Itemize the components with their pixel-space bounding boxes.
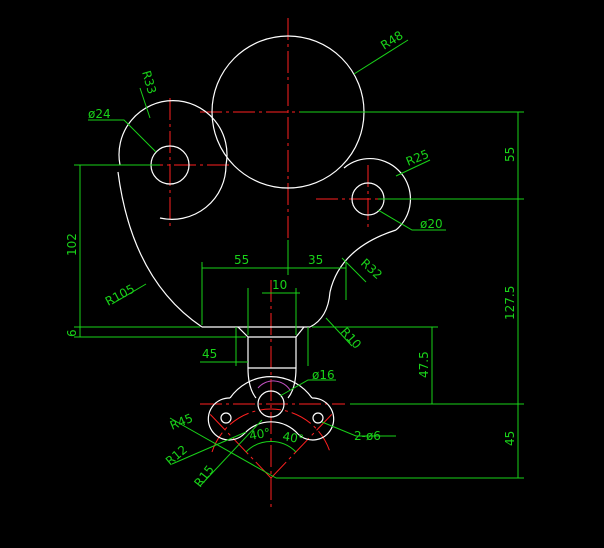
label-dim475: 47.5 (417, 351, 431, 378)
label-r15: R15 (191, 463, 217, 490)
centerline-ray-left (207, 411, 272, 479)
arc-r33-lower (159, 164, 227, 220)
chamfer-left (237, 326, 249, 338)
leader-d24 (88, 119, 157, 153)
hidden-arc (257, 380, 291, 391)
leader-r25 (395, 159, 431, 177)
label-dim35: 35 (308, 253, 323, 267)
arc-r15-left (207, 397, 245, 441)
leader-d20 (377, 209, 446, 231)
label-d24: ø24 (88, 107, 111, 121)
leader-d16 (279, 379, 336, 397)
label-r48: R48 (378, 28, 405, 52)
leader-r48 (353, 39, 409, 75)
label-dim45-left: 45 (202, 347, 217, 361)
centerline-arc-r45 (211, 408, 331, 453)
label-angle-right: 40° (281, 429, 304, 446)
dimension-lines (74, 39, 524, 487)
leader-r45 (169, 417, 277, 479)
hole-d6-right (312, 412, 324, 424)
label-dim55-right: 55 (503, 147, 517, 162)
label-dim6: 6 (65, 329, 79, 337)
leader-holes (321, 421, 396, 437)
label-d16: ø16 (312, 368, 335, 382)
circle-d16-hole (257, 390, 285, 418)
label-r33: R33 (139, 69, 159, 96)
lug-left-flank (247, 367, 257, 399)
arc-r10 (309, 291, 331, 328)
label-dim1275: 127.5 (503, 286, 517, 320)
arc-r32-concave (329, 229, 397, 293)
label-r12: R12 (163, 442, 190, 468)
arc-r12-inner (243, 421, 299, 435)
label-dim102: 102 (65, 233, 79, 256)
angle-arc (245, 440, 297, 453)
label-angle-left: 40° (248, 425, 271, 442)
label-holes: 2-ø6 (354, 429, 381, 443)
leader-r15 (199, 419, 263, 487)
label-dim45-right: 45 (503, 431, 517, 446)
arc-r33 (118, 100, 228, 166)
label-dim55-top: 55 (234, 253, 249, 267)
leader-r12 (171, 431, 247, 465)
arc-r105 (117, 171, 203, 328)
arc-r45-outer-top (229, 376, 313, 399)
label-r10: R10 (338, 325, 364, 352)
label-r105: R105 (103, 282, 137, 309)
leader-r32 (341, 257, 367, 283)
lug-right-flank (287, 367, 297, 399)
object-lines (117, 35, 412, 441)
label-dim10: 10 (272, 278, 287, 292)
leader-r10 (325, 317, 353, 347)
hole-d6-left (220, 412, 232, 424)
dimension-labels: R48 R33 ø24 R25 ø20 R32 R105 R10 ø16 R45… (65, 28, 517, 490)
leader-r33 (139, 87, 151, 119)
label-d20: ø20 (420, 217, 443, 231)
leader-r105 (111, 283, 147, 305)
arc-r25 (343, 157, 412, 231)
chamfer-right (295, 326, 305, 338)
